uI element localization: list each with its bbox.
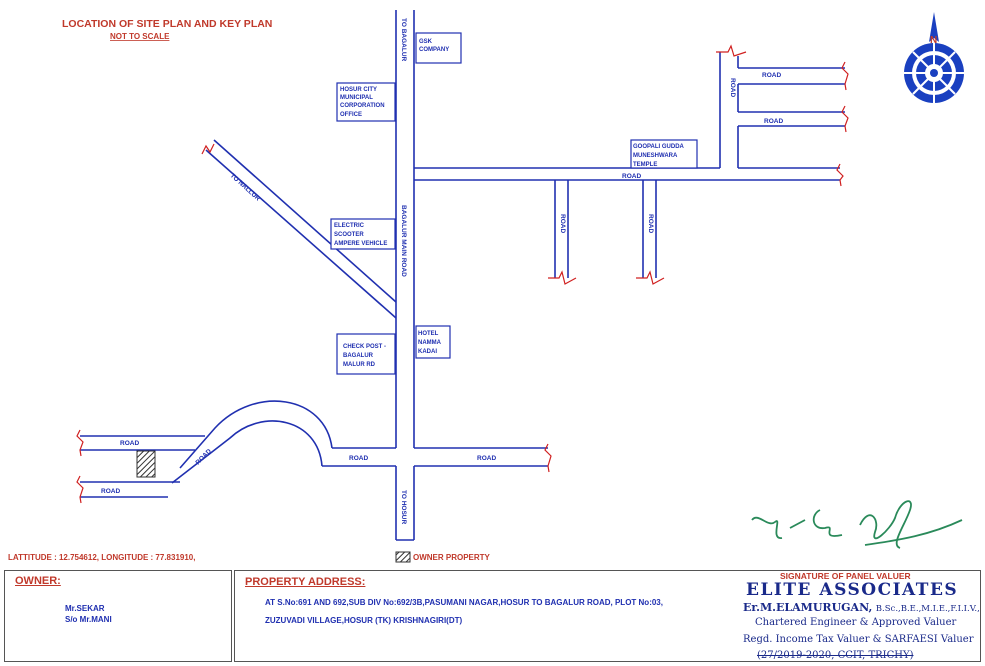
svg-text:AMPERE VEHICLE: AMPERE VEHICLE bbox=[334, 241, 387, 247]
label-road-vertical-2: ROAD bbox=[647, 214, 654, 233]
legend-label: OWNER PROPERTY bbox=[413, 553, 491, 562]
svg-text:CHECK POST -: CHECK POST - bbox=[343, 344, 386, 350]
svg-text:HOTEL: HOTEL bbox=[418, 331, 439, 337]
svg-text:MUNESHWARA: MUNESHWARA bbox=[633, 153, 678, 159]
svg-text:MUNICIPAL: MUNICIPAL bbox=[340, 95, 373, 101]
owner-relation: S/o Mr.MANI bbox=[65, 615, 112, 624]
label-bagalur-main-road: BAGALUR MAIN ROAD bbox=[400, 205, 407, 277]
scale-note: NOT TO SCALE bbox=[110, 32, 170, 41]
valuer-line-1: Chartered Engineer & Approved Valuer bbox=[755, 617, 957, 628]
label-road-bottom-mid: ROAD bbox=[349, 455, 368, 462]
svg-text:N: N bbox=[930, 35, 937, 46]
map-title: LOCATION OF SITE PLAN AND KEY PLAN bbox=[62, 18, 272, 30]
address-line-2: ZUZUVADI VILLAGE,HOSUR (TK) KRISHNAGIRI(… bbox=[265, 616, 463, 625]
valuer-name-line: Er.M.ELAMURUGAN, B.Sc.,B.E.,M.I.E.,F.I.I… bbox=[743, 601, 980, 614]
address-line-1: AT S.No:691 AND 692,SUB DIV No:692/3B,PA… bbox=[265, 598, 663, 607]
right-road-network bbox=[414, 44, 849, 285]
svg-text:HOSUR CITY: HOSUR CITY bbox=[340, 87, 377, 93]
landmark-scooter: ELECTRIC SCOOTER AMPERE VEHICLE bbox=[330, 218, 396, 250]
label-road-curve: ROAD bbox=[194, 448, 213, 467]
svg-text:NAMMA: NAMMA bbox=[418, 340, 442, 346]
owner-name: Mr.SEKAR bbox=[65, 604, 105, 613]
valuer-line-2: Regd. Income Tax Valuer & SARFAESI Value… bbox=[743, 634, 974, 645]
owner-heading: OWNER: bbox=[15, 575, 61, 587]
svg-text:CORPORATION: CORPORATION bbox=[340, 103, 385, 109]
nallur-road bbox=[201, 139, 397, 319]
svg-text:GSK: GSK bbox=[419, 39, 433, 45]
svg-text:BAGALUR: BAGALUR bbox=[343, 353, 374, 359]
signature bbox=[751, 500, 963, 549]
svg-text:ELECTRIC: ELECTRIC bbox=[334, 223, 365, 229]
svg-text:MALUR RD: MALUR RD bbox=[343, 362, 376, 368]
svg-text:OFFICE: OFFICE bbox=[340, 112, 362, 118]
valuer-quals: B.Sc.,B.E.,M.I.E.,F.I.I.V., bbox=[875, 604, 980, 614]
label-road-bottom-left-2: ROAD bbox=[101, 488, 120, 495]
label-road-upper-1: ROAD bbox=[762, 72, 781, 79]
label-road-temple: ROAD bbox=[622, 173, 641, 180]
address-panel: PROPERTY ADDRESS: AT S.No:691 AND 692,SU… bbox=[234, 570, 981, 662]
valuer-name: Er.M.ELAMURUGAN, bbox=[743, 601, 873, 614]
landmark-hotel: HOTEL NAMMA KADAI bbox=[415, 325, 451, 359]
lat-long: LATTITUDE : 12.754612, LONGITUDE : 77.83… bbox=[8, 553, 195, 562]
label-to-bagalur: TO BAGALUR bbox=[400, 18, 407, 62]
landmark-checkpost: CHECK POST - BAGALUR MALUR RD bbox=[336, 333, 396, 375]
label-road-vertical-1: ROAD bbox=[559, 214, 566, 233]
label-road-vertical-top: ROAD bbox=[729, 78, 736, 97]
label-to-hosur: TO HOSUR bbox=[400, 490, 407, 524]
label-road-bottom-left-1: ROAD bbox=[120, 440, 139, 447]
address-heading: PROPERTY ADDRESS: bbox=[245, 576, 366, 588]
bagalur-main-road bbox=[395, 10, 415, 541]
valuer-signature-label: SIGNATURE OF PANEL VALUER bbox=[780, 571, 911, 581]
valuer-firm: ELITE ASSOCIATES bbox=[746, 580, 959, 600]
svg-text:COMPANY: COMPANY bbox=[419, 47, 449, 53]
north-compass-icon: N bbox=[904, 12, 964, 103]
valuer-line-3: (27/2019-2020, CCIT, TRICHY) bbox=[757, 650, 914, 661]
svg-text:TEMPLE: TEMPLE bbox=[633, 162, 657, 168]
svg-text:KADAI: KADAI bbox=[418, 349, 437, 355]
bottom-road-network bbox=[76, 400, 552, 504]
label-road-upper-2: ROAD bbox=[764, 118, 783, 125]
label-road-bottom-right: ROAD bbox=[477, 455, 496, 462]
landmark-municipal: HOSUR CITY MUNICIPAL CORPORATION OFFICE bbox=[336, 82, 396, 122]
svg-text:GOOPALI GUDDA: GOOPALI GUDDA bbox=[633, 144, 685, 150]
landmark-gsk: GSK COMPANY bbox=[415, 32, 462, 64]
svg-text:SCOOTER: SCOOTER bbox=[334, 232, 364, 238]
owner-property-plot bbox=[136, 450, 156, 478]
landmark-temple: GOOPALI GUDDA MUNESHWARA TEMPLE bbox=[630, 139, 698, 169]
legend-swatch bbox=[395, 551, 411, 563]
owner-panel: OWNER: Mr.SEKAR S/o Mr.MANI bbox=[4, 570, 232, 662]
